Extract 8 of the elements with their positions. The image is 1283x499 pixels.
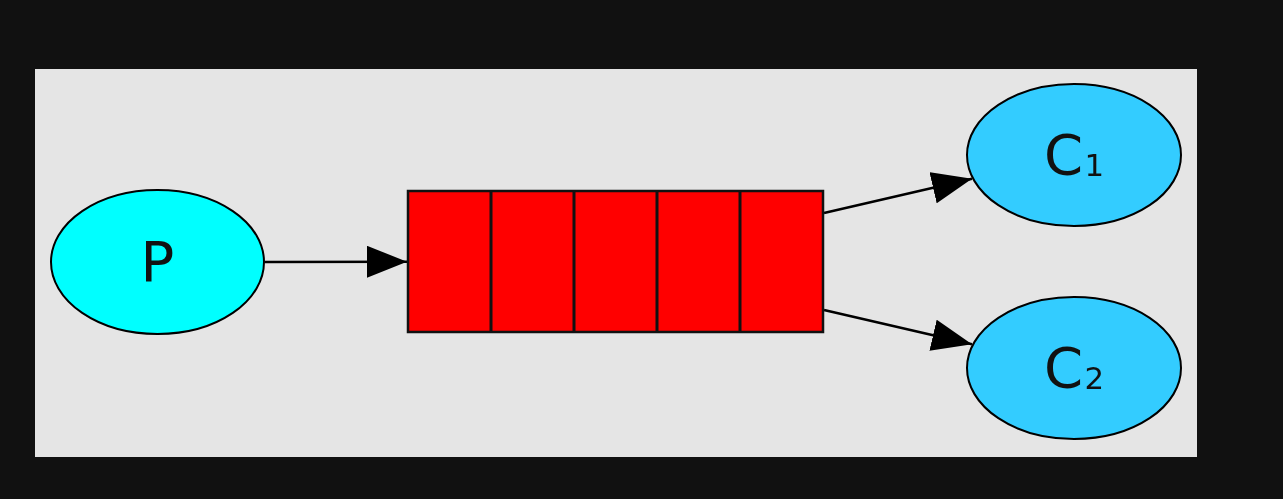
arrow — [265, 245, 407, 278]
node-label: P — [140, 234, 175, 290]
producer-ellipse — [50, 189, 265, 335]
consumer-ellipse — [966, 296, 1182, 440]
arrow — [823, 172, 973, 215]
queue-drawing — [407, 190, 824, 333]
arrow — [823, 308, 973, 351]
consumer-ellipse — [966, 83, 1182, 227]
